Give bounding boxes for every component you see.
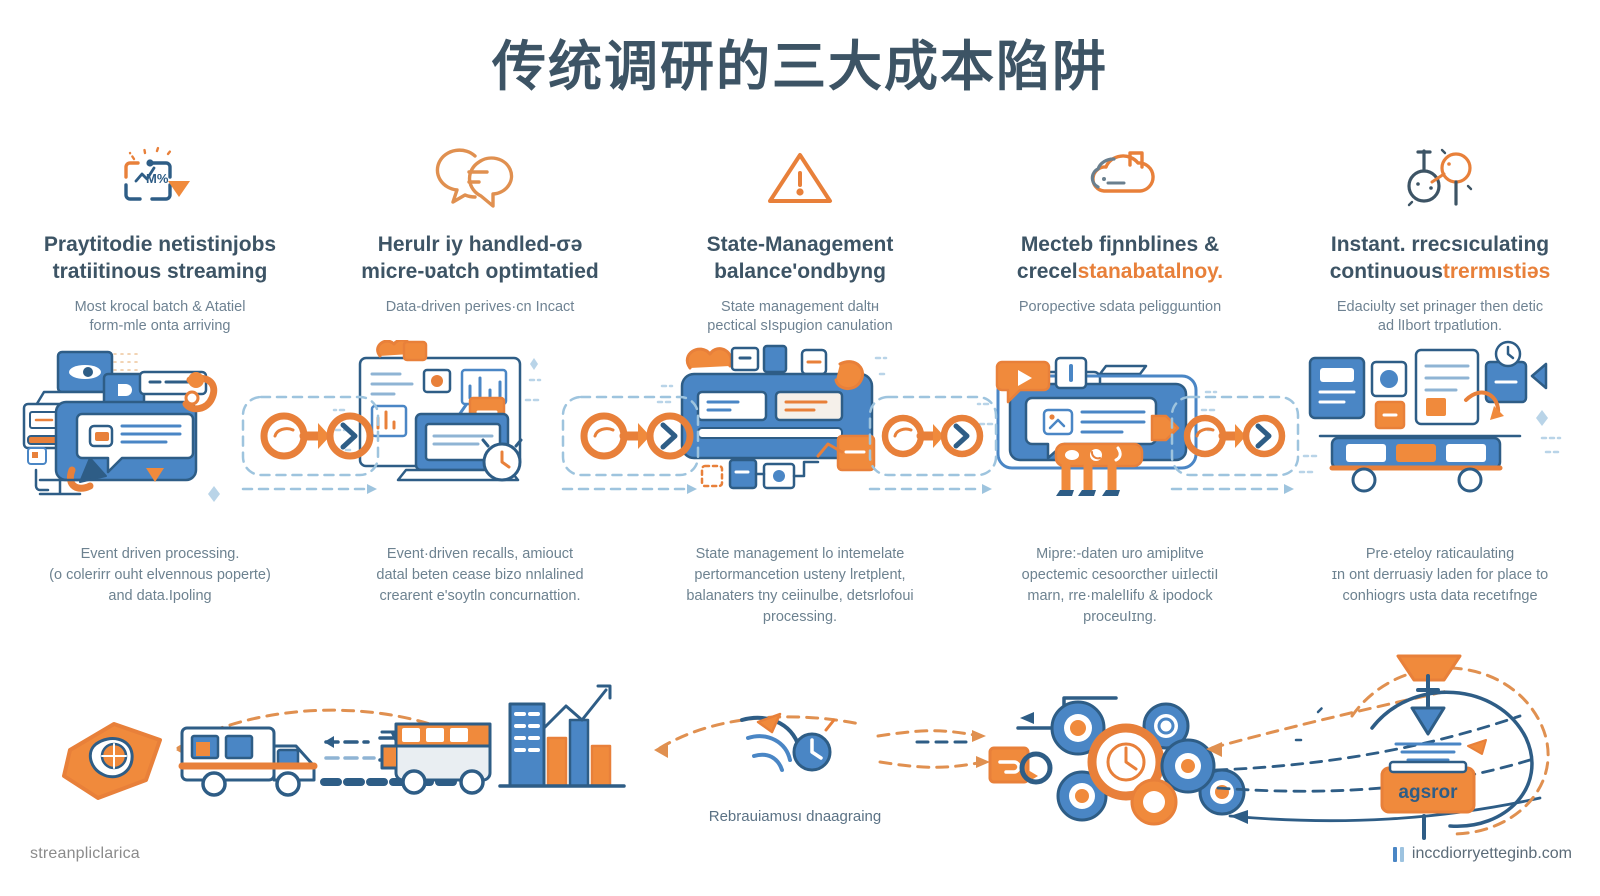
bus-icon: [380, 722, 492, 795]
delivery-truck-icon: [178, 726, 318, 797]
column-3: State-Management balance'ondbyng State m…: [640, 140, 960, 640]
column-2: Herulr iy handled-σǝ micre-ʋatch optimta…: [320, 140, 640, 640]
signal-broadcast-icon: [740, 712, 836, 772]
column-4-heading: Mecteb fiɲnblines & crecelstanabatalnoy.: [1016, 233, 1224, 283]
chat-bubbles-icon: [320, 140, 640, 220]
column-5-caption: Pre·eteloy raticaulating ɪn ont derruasi…: [1331, 546, 1549, 605]
column-4-heading-accent: stanabatalnoy.: [1077, 259, 1224, 283]
footer-brand: streanpliclarica: [30, 845, 140, 862]
warning-triangle-icon: [640, 140, 960, 220]
column-4-caption: Mipre:-daten uro amiplitve opectemic ces…: [1021, 546, 1219, 626]
column-3-heading: State-Management balance'ondbyng: [706, 233, 894, 283]
svg-text:M%: M%: [146, 171, 169, 186]
column-2-subtitle: Data-driven perives·cn Incact: [385, 298, 575, 315]
server-card-illustration: [640, 340, 960, 520]
page-title: 传统调研的三大成本陷阱: [492, 35, 1108, 98]
column-3-caption: State management lo intemelate pertorman…: [686, 546, 914, 626]
column-1-caption: Event driven processing. (o colerirr ouh…: [49, 546, 271, 605]
laptop-chat-card-illustration: [0, 340, 320, 520]
bottom-illustration-band: agsror: [0, 620, 1600, 840]
footer-site[interactable]: inccdiorryetteginb.com: [1392, 845, 1572, 863]
column-3-subtitle: State management daltʜ pectical sIspugio…: [707, 298, 893, 335]
column-5-heading: Instant. rrecsıculating continuoustrermı…: [1329, 233, 1551, 283]
toolbox-icon: agsror: [1294, 654, 1550, 840]
columns-row: M% Praytitodie netistinjobs tratiitinous…: [0, 140, 1600, 640]
toolbox-label: agsror: [1398, 782, 1458, 803]
column-5-heading-accent: trermıstiǝs: [1442, 259, 1551, 283]
city-bar-chart-icon: [498, 684, 626, 788]
column-4-subtitle: Poropective sdata peliggɯntion: [1018, 298, 1222, 315]
brand-mark-icon: [1392, 846, 1404, 862]
shield-globe-icon: [62, 722, 162, 800]
media-card-walking-illustration: [960, 340, 1280, 520]
dashboard-metric-icon: M%: [0, 140, 320, 220]
bottom-band-caption: Rebrauiamʋsı dnaagraing: [708, 808, 882, 825]
cloud-upload-icon: [960, 140, 1280, 220]
data-truck-illustration: [1280, 340, 1600, 520]
footer-site-label: inccdiorryetteginb.com: [1411, 845, 1572, 862]
column-2-caption: Event·driven recalls, amiouct datal bete…: [376, 546, 584, 605]
column-5-subtitle: Edaciʋlty set prinager then detic ad lIb…: [1336, 298, 1544, 335]
column-5: Instant. rrecsıculating continuoustrermı…: [1280, 140, 1600, 640]
analytics-dashboard-illustration: [320, 340, 640, 520]
column-1: M% Praytitodie netistinjobs tratiitinous…: [0, 140, 320, 640]
column-1-subtitle: Most krocal batch & Atatiel form-mle ont…: [74, 298, 246, 335]
search-nodes-icon: [1280, 140, 1600, 220]
gears-cluster-icon: [1019, 700, 1246, 826]
column-1-heading: Praytitodie netistinjobs tratiitinous st…: [43, 233, 277, 283]
column-4: Mecteb fiɲnblines & crecelstanabatalnoy.…: [960, 140, 1280, 640]
column-2-heading: Herulr iy handled-σǝ micre-ʋatch optimta…: [361, 233, 599, 283]
